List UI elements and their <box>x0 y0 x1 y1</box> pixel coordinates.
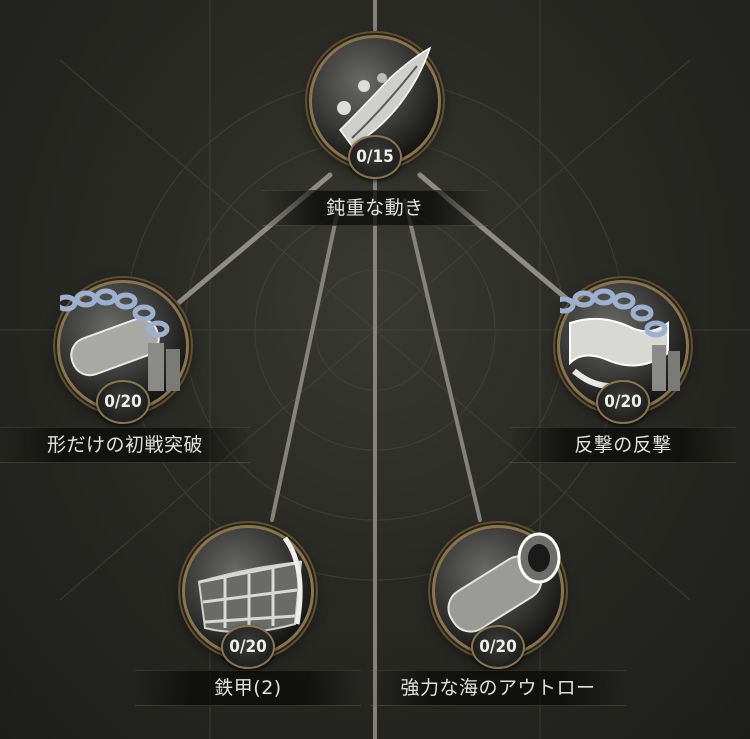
ship-hull-icon <box>182 525 314 657</box>
skill-level-badge: 0/20 <box>471 625 525 669</box>
feathered-blade-icon <box>309 35 441 167</box>
skill-name-root: 鈍重な動き <box>262 190 488 226</box>
skill-node-bottom-right[interactable]: 0/20 <box>432 525 564 669</box>
skill-level-badge: 0/15 <box>348 135 402 179</box>
chained-wave-icon <box>557 280 689 412</box>
skill-name-left: 形だけの初戦突破 <box>0 427 250 463</box>
skill-node-right[interactable]: 0/20 <box>557 280 689 424</box>
skill-level-badge: 0/20 <box>221 625 275 669</box>
skill-node-left[interactable]: 0/20 <box>57 280 189 424</box>
skill-level-badge: 0/20 <box>96 380 150 424</box>
skill-name-bottom-right: 強力な海のアウトロー <box>370 670 626 706</box>
skill-name-right: 反撃の反撃 <box>510 427 736 463</box>
skill-node-root[interactable]: 0/15 <box>309 35 441 179</box>
skill-level-badge: 0/20 <box>596 380 650 424</box>
skill-name-bottom-left: 鉄甲(2) <box>135 670 361 706</box>
skill-node-bottom-left[interactable]: 0/20 <box>182 525 314 669</box>
